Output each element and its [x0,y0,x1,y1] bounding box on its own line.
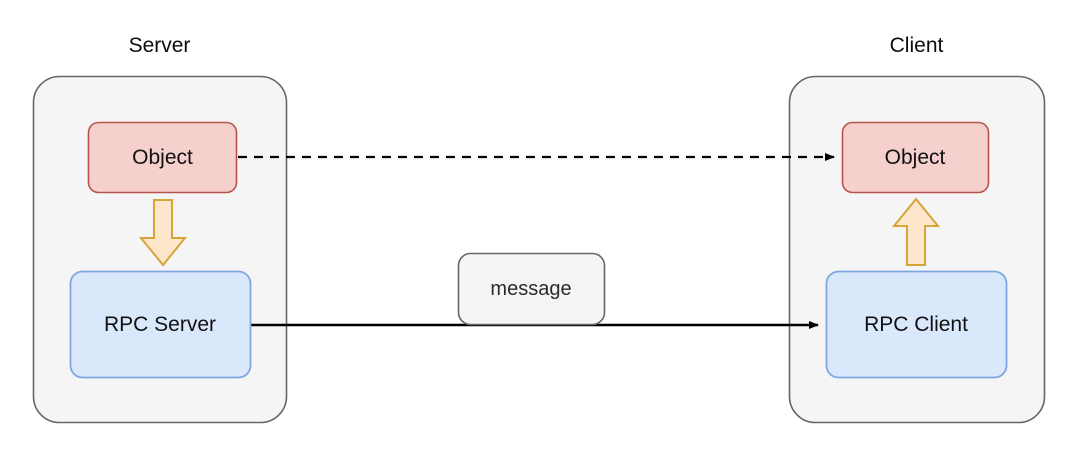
server-rpc-box[interactable] [69,270,252,379]
client-group-title: Client [889,34,944,57]
server-object-box[interactable] [87,121,238,194]
message-label-box[interactable] [457,252,606,326]
server-group-title: Server [128,34,191,57]
client-rpc-up-block-arrow[interactable] [891,197,941,266]
server-object-down-block-arrow[interactable] [138,199,188,267]
client-object-box[interactable] [841,121,990,194]
client-rpc-box[interactable] [825,270,1008,379]
